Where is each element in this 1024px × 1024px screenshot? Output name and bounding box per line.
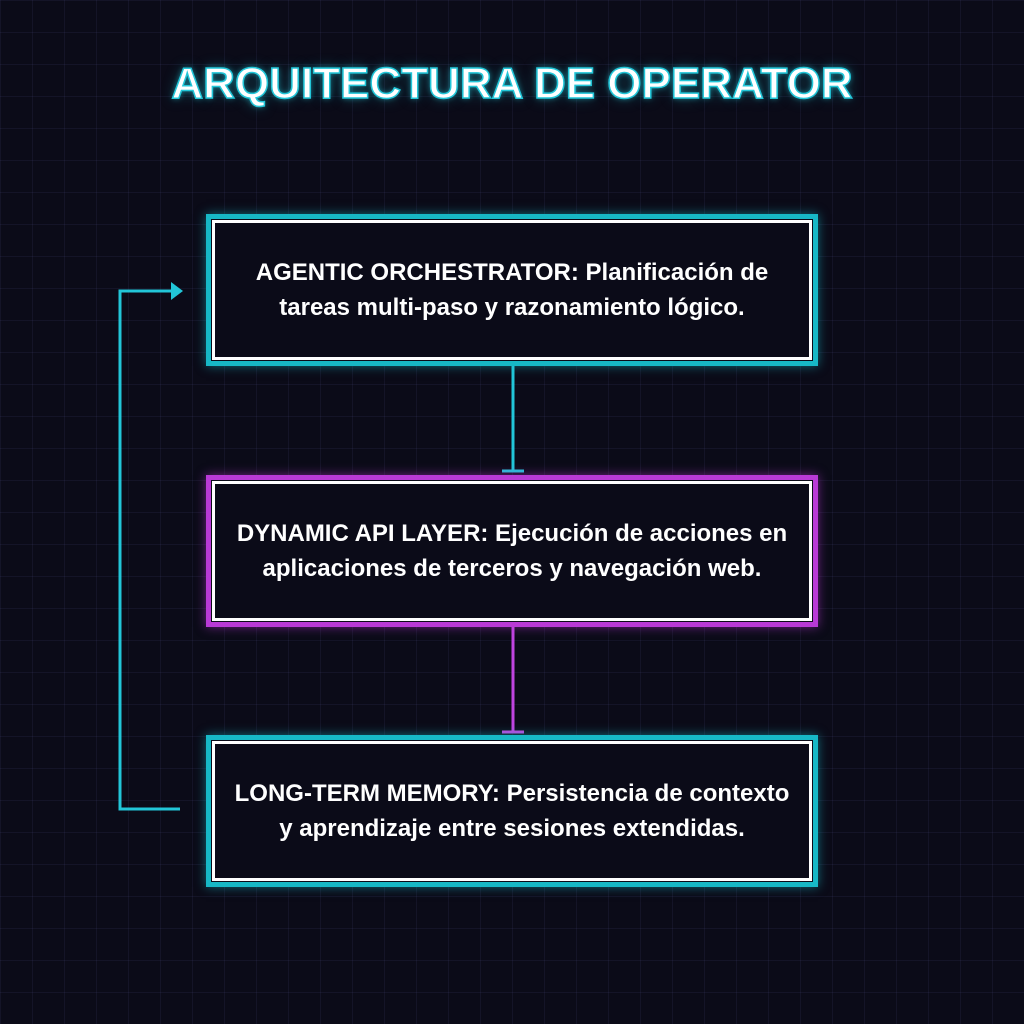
node-inner: LONG-TERM MEMORY: Persistencia de contex… xyxy=(212,741,812,881)
node-agentic-orchestrator: AGENTIC ORCHESTRATOR: Planificación de t… xyxy=(206,214,818,366)
diagram-title: ARQUITECTURA DE OPERATOR xyxy=(171,58,854,109)
node-text: LONG-TERM MEMORY: Persistencia de contex… xyxy=(234,780,790,842)
node-inner: AGENTIC ORCHESTRATOR: Planificación de t… xyxy=(212,220,812,360)
node-long-term-memory: LONG-TERM MEMORY: Persistencia de contex… xyxy=(206,735,818,887)
node-dynamic-api-layer: DYNAMIC API LAYER: Ejecución de acciones… xyxy=(206,475,818,627)
node-text: DYNAMIC API LAYER: Ejecución de acciones… xyxy=(236,520,788,582)
feedback-loop-connector xyxy=(118,289,180,811)
feedback-loop-arrowhead xyxy=(171,282,183,300)
node-inner: DYNAMIC API LAYER: Ejecución de acciones… xyxy=(212,481,812,621)
node-text: AGENTIC ORCHESTRATOR: Planificación de t… xyxy=(255,259,769,321)
